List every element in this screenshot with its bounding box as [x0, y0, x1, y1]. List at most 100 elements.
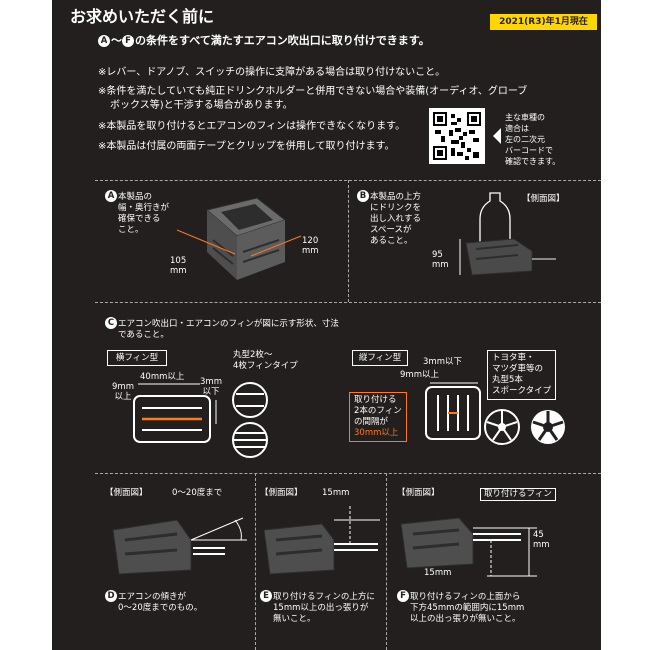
spoke-vent-icons [484, 409, 565, 445]
toyota-line: トヨタ車・ [492, 353, 535, 363]
dim-120: 120 mm [302, 236, 319, 256]
condition-text: の条件をすべて満たすエアコン吹出口に取り付けできます。 [135, 34, 430, 47]
dim-unit: 以下 [202, 387, 220, 397]
dim-3b: 3mm以下 [423, 357, 462, 367]
section-f-line: 取り付けるフィンの上面から [410, 592, 521, 602]
letter-c-badge: C [105, 317, 117, 329]
note-2: ※条件を満たしていても純正ドリンクホルダーと併用できない場合や装備(オーディオ、… [98, 86, 528, 97]
qr-code[interactable] [429, 108, 485, 164]
holder-clearance-illustration [263, 506, 380, 575]
dim-value: 9mm [112, 382, 134, 392]
qr-note-line: 適合は [505, 124, 529, 133]
dim-95: 95 mm [432, 250, 449, 270]
toyota-label: トヨタ車・ マツダ車等の 丸型5本 スポークタイプ [487, 350, 557, 400]
toyota-line: 丸型5本 [492, 375, 523, 385]
dim-15-e: 15mm [322, 488, 350, 498]
dim-9a: 9mm 以上 [112, 382, 134, 402]
section-e-line: 無いこと。 [273, 614, 316, 624]
dim-15-f: 15mm [424, 568, 452, 578]
section-b-line: 本製品の上方 [370, 192, 422, 202]
section-a-line: 確保できる [118, 214, 161, 224]
section-b-line: にドリンクを [370, 203, 422, 213]
section-b-line: スペースが [370, 225, 412, 235]
note-4: ※本製品は付属の両面テープとクリップを併用して取り付けます。 [98, 141, 395, 152]
section-e-line: 15mm以上の出っ張りが [273, 603, 369, 613]
round-type-label: 丸型2枚〜 4枚フィンタイプ [233, 350, 298, 372]
divider [95, 473, 601, 474]
section-b-line: あること。 [370, 236, 413, 246]
note-2-cont: ボックス等)と干渉する場合があります。 [110, 100, 293, 111]
vertical-fin-label: 縦フィン型 [352, 350, 408, 366]
pointer-left-icon [493, 128, 501, 144]
qr-note-line: 主な車種の [505, 113, 545, 122]
letter-d-badge: D [105, 590, 117, 602]
angle-label: 0〜20度まで [172, 488, 223, 498]
section-b-side-label: 【側面図】 [522, 194, 565, 204]
holder-angle-illustration [112, 517, 247, 575]
condition-tilde: 〜 [111, 34, 122, 47]
fin-gap-line: 取り付ける [354, 395, 397, 405]
qr-note-line: バーコードで [505, 146, 553, 155]
note-1: ※レバー、ドアノブ、スイッチの操作に支障がある場合は取り付けないこと。 [98, 67, 446, 78]
section-f-line: 下方45mmの範囲内に15mm [410, 603, 525, 613]
dim-value: 45 [533, 530, 544, 540]
dim-value: 3mm [200, 377, 222, 387]
letter-a-badge: A [98, 35, 110, 47]
round-type-line: 4枚フィンタイプ [233, 361, 298, 371]
section-b-line: 出し入れする [370, 214, 422, 224]
horizontal-fin-label: 横フィン型 [107, 350, 167, 366]
dim-105: 105 mm [170, 256, 187, 276]
note-3: ※本製品を取り付けるとエアコンのフィンは操作できなくなります。 [98, 121, 406, 132]
holder-top-illustration [176, 197, 302, 280]
section-e-side-label: 【側面図】 [260, 488, 303, 498]
divider [95, 302, 601, 303]
fin-gap-line: 30mm以上 [354, 428, 399, 438]
bottle-side-illustration [459, 192, 556, 276]
divider [255, 473, 256, 650]
qr-note-line: 左の二次元 [505, 135, 545, 144]
round-vent-icons [232, 382, 268, 458]
page-title: お求めいただく前に [70, 7, 215, 26]
section-e-line: 取り付けるフィンの上方に [273, 592, 375, 602]
section-a-line: こと。 [118, 225, 144, 235]
dim-value: 95 [432, 250, 443, 260]
dim-40: 40mm以上 [140, 372, 185, 382]
fin-gap-callout: 取り付ける 2本のフィン の間隔が 30mm以上 [349, 392, 407, 442]
qr-note: 主な車種の 適合は 左の二次元 バーコードで 確認できます。 [505, 112, 560, 167]
dim-unit: mm [533, 540, 550, 550]
dim-unit: mm [302, 246, 319, 256]
section-d-line: エアコンの傾きが [118, 592, 187, 602]
letter-b-badge: B [357, 190, 369, 202]
letter-a-badge: A [105, 190, 117, 202]
horizontal-vent-diagram [133, 383, 217, 443]
divider [348, 180, 349, 302]
fin-label: 取り付けるフィン [480, 488, 556, 501]
section-c-line: であること。 [118, 330, 169, 340]
dim-unit: mm [432, 260, 449, 270]
letter-f-badge: F [122, 35, 134, 47]
dim-unit: 以上 [114, 392, 132, 402]
round-type-line: 丸型2枚〜 [233, 350, 273, 360]
fin-gap-line: の間隔が [354, 417, 389, 427]
vertical-vent-diagram [425, 382, 481, 440]
section-d-side-label: 【側面図】 [105, 488, 148, 498]
holder-fin-range-illustration [400, 517, 537, 577]
section-f-line: 以上の出っ張りが無いこと。 [410, 614, 521, 624]
dim-value: 105 [170, 256, 187, 266]
dim-unit: mm [170, 266, 187, 276]
toyota-line: スポークタイプ [492, 386, 552, 396]
section-c-line: エアコン吹出口・エアコンのフィンが図に示す形状、寸法 [118, 319, 339, 329]
dim-3a: 3mm 以下 [200, 377, 222, 397]
section-d-line: 0〜20度までのもの。 [118, 603, 203, 613]
letter-e-badge: E [260, 590, 272, 602]
toyota-line: マツダ車等の [492, 364, 544, 374]
section-f-side-label: 【側面図】 [397, 488, 440, 498]
